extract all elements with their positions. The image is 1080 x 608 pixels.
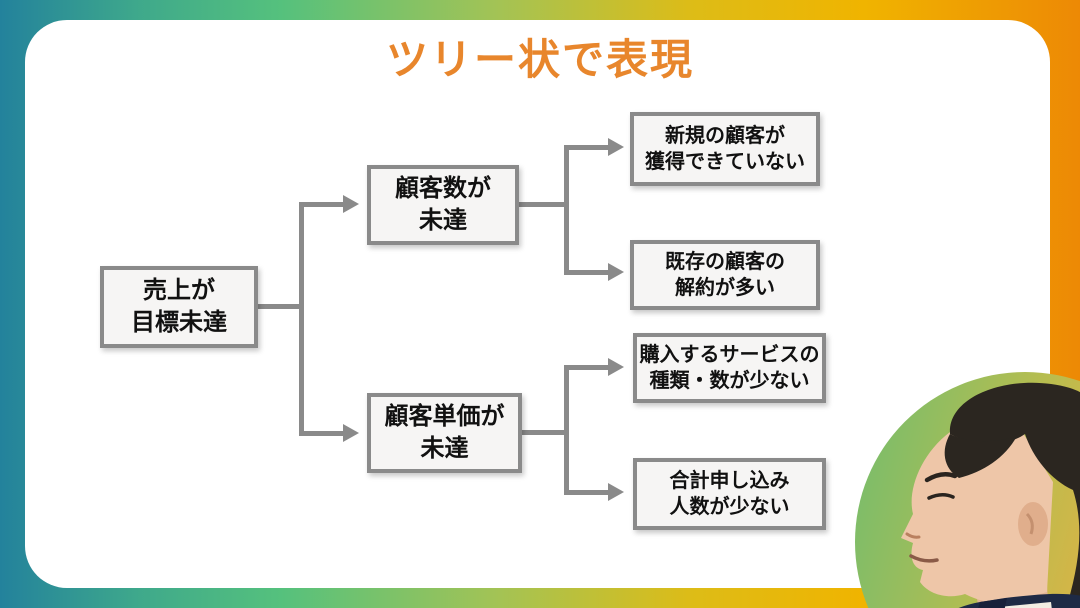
connector-line [299,431,343,436]
connector-line [256,304,302,309]
connector-line [564,365,608,370]
node-box-total-applicants-low: 合計申し込み 人数が少ない [633,458,826,530]
arrow-right-icon [343,195,359,213]
connector-line [564,490,608,495]
node-box-service-variety-low: 購入するサービスの 種類・数が少ない [633,333,826,403]
node-box-root: 売上が 目標未達 [100,266,258,348]
node-box-customer-count: 顧客数が 未達 [367,165,519,245]
node-box-existing-customer-churn: 既存の顧客の 解約が多い [630,240,820,310]
node-box-customer-unit-price: 顧客単価が 未達 [367,393,522,473]
arrow-right-icon [608,483,624,501]
connector-line [299,202,304,436]
presenter-avatar [855,372,1080,608]
presenter-illustration [901,382,1080,608]
connector-line [564,270,608,275]
arrow-right-icon [608,263,624,281]
arrow-right-icon [608,138,624,156]
arrow-right-icon [343,424,359,442]
connector-line [520,430,568,435]
connector-line [564,145,608,150]
node-box-new-customer-acquisition: 新規の顧客が 獲得できていない [630,112,820,186]
connector-line [517,202,568,207]
connector-line [564,365,569,495]
arrow-right-icon [608,358,624,376]
slide-title: ツリー状で表現 [385,36,694,83]
connector-line [564,145,569,275]
connector-line [299,202,343,207]
